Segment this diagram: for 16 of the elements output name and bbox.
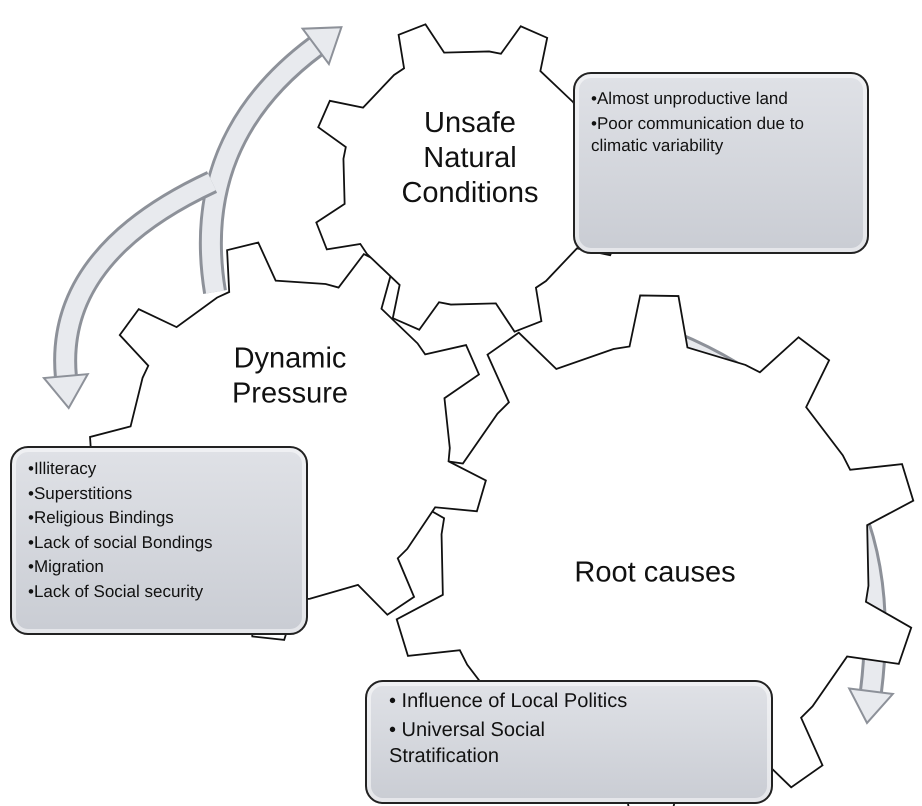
bullet-box — [365, 680, 773, 804]
bullet-item: •Poor communication due to climatic variability — [591, 112, 805, 158]
bullet-item: •Migration — [28, 556, 105, 578]
bullet-item: •Almost unproductive land — [591, 88, 789, 110]
bullet-item: •Illiteracy — [28, 458, 98, 480]
gear-label: Root causes — [573, 555, 737, 590]
gear-label: Unsafe Natural Conditions — [400, 106, 540, 210]
bullet-item: • Universal Social Stratification — [389, 718, 546, 770]
bullet-item: •Lack of Social security — [28, 581, 204, 604]
bullet-item: •Religious Bindings — [28, 507, 175, 530]
bullet-item: •Superstitions — [28, 482, 134, 505]
bullet-box — [573, 72, 869, 254]
bullet-item: •Lack of social Bondings — [28, 532, 214, 554]
gear-label: Dynamic Pressure — [230, 342, 350, 412]
bullet-box — [10, 446, 308, 635]
bullet-item: • Influence of Local Politics — [389, 689, 628, 714]
